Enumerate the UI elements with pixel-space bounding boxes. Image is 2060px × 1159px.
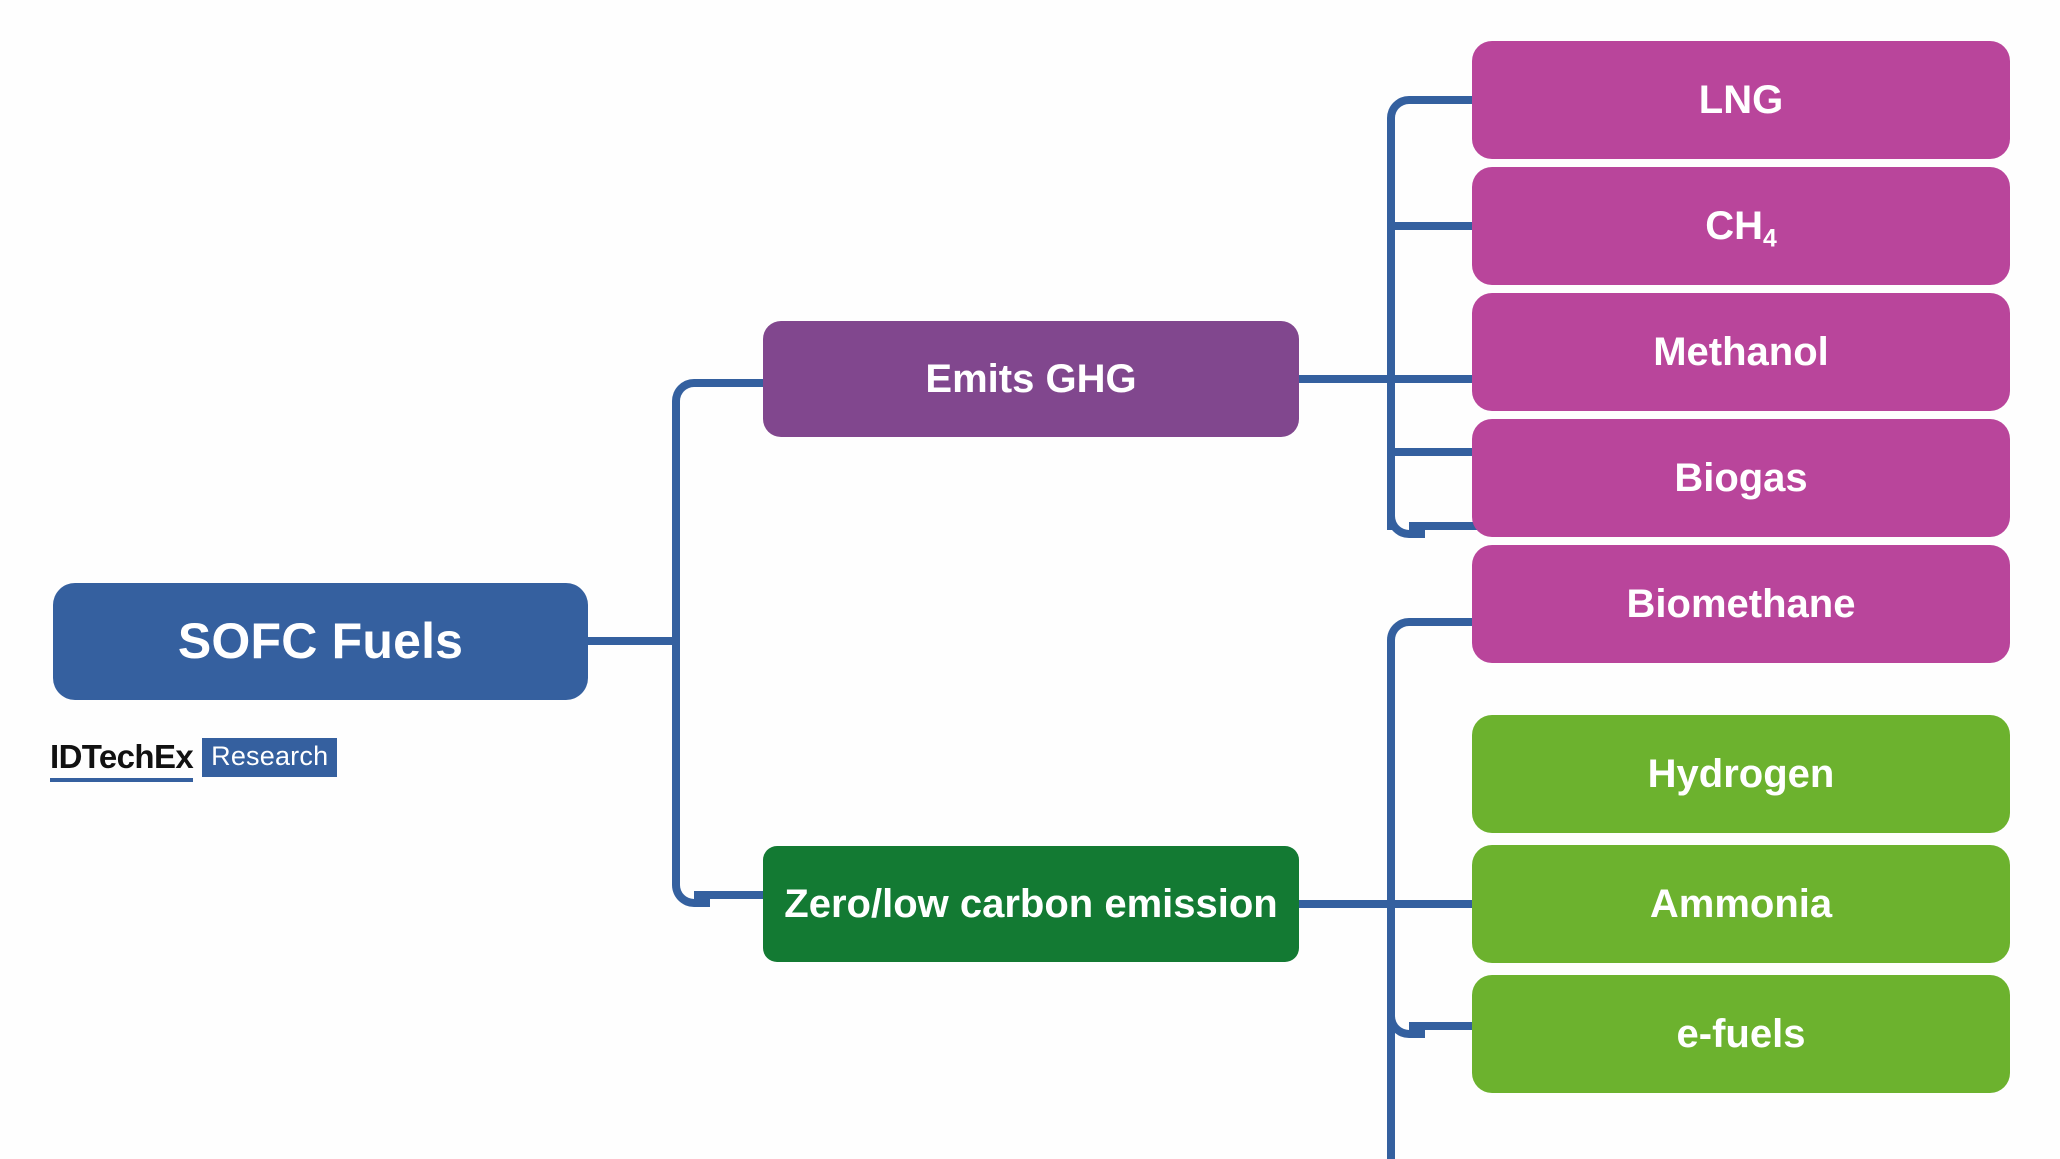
node-leaf-methanol-label: Methanol	[1653, 330, 1829, 374]
connector-root-stub	[588, 637, 680, 645]
connector-elbow-clean-bottom	[1387, 1000, 1425, 1038]
logo-underline	[50, 778, 194, 782]
connector-branch-lng	[1409, 96, 1479, 104]
node-leaf-efuels-label: e-fuels	[1676, 1012, 1806, 1056]
connector-branch-hydrogen	[1409, 618, 1479, 626]
logo-brand-text: IDTechEx	[50, 738, 194, 775]
idtechex-research-logo: IDTechEx Research	[50, 738, 338, 782]
node-leaf-efuels[interactable]: e-fuels	[1472, 975, 2010, 1093]
node-branch-emits-ghg-label: Emits GHG	[925, 357, 1137, 401]
node-branch-emits-ghg[interactable]: Emits GHG	[763, 321, 1299, 437]
connector-clean-subtrunk	[1387, 640, 1395, 1159]
connector-emits-out-stub	[1297, 375, 1395, 383]
node-leaf-ammonia-label: Ammonia	[1649, 882, 1833, 926]
node-root-sofc-fuels[interactable]: SOFC Fuels	[53, 583, 588, 700]
connector-ghg-subtrunk	[1387, 118, 1395, 530]
connector-elbow-bottom-zero	[672, 869, 710, 907]
connector-branch-methanol	[1387, 375, 1479, 383]
node-leaf-lng[interactable]: LNG	[1472, 41, 2010, 159]
node-leaf-ch4-label: CH4	[1705, 204, 1777, 253]
connector-elbow-ghg-top	[1387, 96, 1425, 134]
node-root-label: SOFC Fuels	[177, 613, 464, 669]
connector-branch-biomethane	[1409, 522, 1479, 530]
node-leaf-ch4-subscript: 4	[1762, 225, 1777, 253]
node-leaf-biomethane[interactable]: Biomethane	[1472, 545, 2010, 663]
connector-branch-ch4	[1387, 222, 1479, 230]
node-leaf-methanol[interactable]: Methanol	[1472, 293, 2010, 411]
connector-branch-biogas	[1387, 448, 1479, 456]
connector-zero-out-stub	[1297, 900, 1395, 908]
node-leaf-biomethane-label: Biomethane	[1626, 582, 1856, 626]
connector-to-emits-ghg	[694, 379, 766, 387]
connector-elbow-top-emits	[672, 379, 710, 417]
connector-main-trunk	[672, 401, 680, 881]
connector-elbow-clean-top	[1387, 618, 1425, 656]
node-branch-zero-carbon[interactable]: Zero/low carbon emission	[763, 846, 1299, 962]
node-leaf-lng-label: LNG	[1698, 78, 1784, 122]
connector-to-zero-carbon	[694, 891, 766, 899]
logo-research-tag: Research	[202, 738, 338, 777]
node-leaf-biogas-label: Biogas	[1674, 456, 1808, 500]
logo-brand-mark: IDTechEx	[50, 738, 194, 782]
node-leaf-ammonia[interactable]: Ammonia	[1472, 845, 2010, 963]
node-leaf-hydrogen-label: Hydrogen	[1647, 752, 1835, 796]
connector-elbow-ghg-bottom	[1387, 500, 1425, 538]
connector-branch-efuels	[1409, 1022, 1479, 1030]
node-branch-zero-carbon-label: Zero/low carbon emission	[784, 882, 1278, 926]
node-leaf-ch4[interactable]: CH4	[1472, 167, 2010, 285]
node-leaf-biogas[interactable]: Biogas	[1472, 419, 2010, 537]
node-leaf-hydrogen[interactable]: Hydrogen	[1472, 715, 2010, 833]
connector-branch-ammonia	[1387, 900, 1479, 908]
